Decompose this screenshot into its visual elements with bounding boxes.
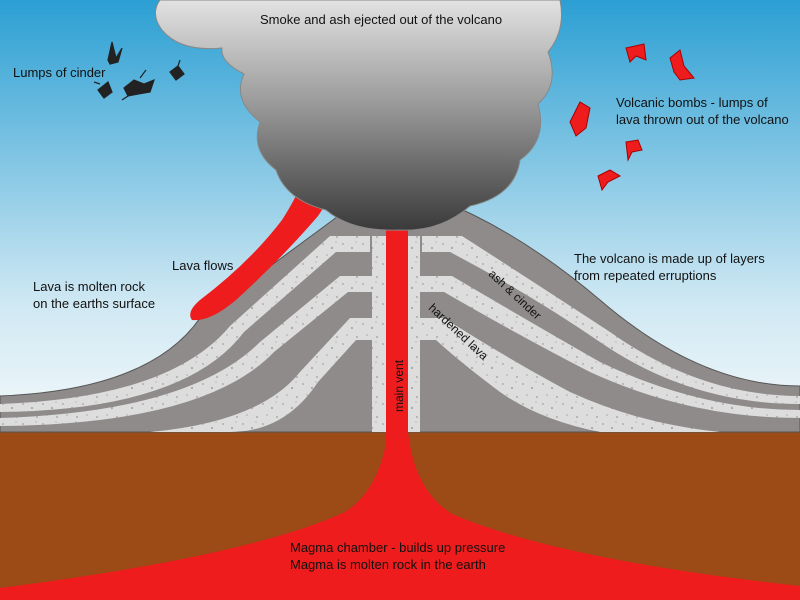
lava-definition-line1: Lava is molten rock [33,278,155,295]
magma-chamber-line2: Magma is molten rock in the earth [290,556,505,573]
main-vent-conduit [386,212,408,452]
layers-label: The volcano is made up of layers from re… [574,250,765,284]
bombs-label-line2: lava thrown out of the volcano [616,111,789,128]
layers-label-line2: from repeated erruptions [574,267,765,284]
bombs-label-line1: Volcanic bombs - lumps of [616,94,789,111]
main-vent-label: main vent [391,360,408,412]
lava-definition-label: Lava is molten rock on the earths surfac… [33,278,155,312]
smoke-label: Smoke and ash ejected out of the volcano [260,11,502,28]
lava-definition-line2: on the earths surface [33,295,155,312]
magma-chamber-line1: Magma chamber - builds up pressure [290,539,505,556]
magma-chamber-label: Magma chamber - builds up pressure Magma… [290,539,505,573]
layers-label-line1: The volcano is made up of layers [574,250,765,267]
cinder-label: Lumps of cinder [13,64,106,81]
bombs-label: Volcanic bombs - lumps of lava thrown ou… [616,94,789,128]
lava-flows-label: Lava flows [172,257,233,274]
